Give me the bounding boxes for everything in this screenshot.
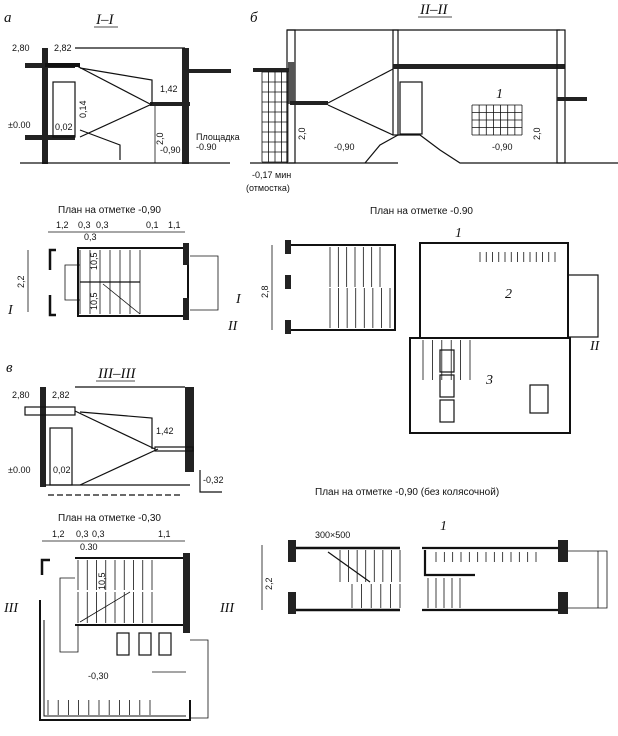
- dim: 1,1: [168, 220, 181, 230]
- plan-c: План на отметке -0,30 1,2 0,3 0,3 1,1 0.…: [3, 513, 235, 721]
- dim: 0,3: [92, 529, 105, 539]
- drawing-line: [102, 283, 141, 315]
- plan-a: План на отметке -0,90 1,2 0,3 0,3 0,3 0,…: [7, 205, 242, 320]
- sub-dim: 0.30: [80, 542, 98, 552]
- glass-block-right: [471, 104, 523, 136]
- section-c: в III–III 2,80 2,82 1,42 ±0.00 0,02 -0,3…: [6, 360, 224, 496]
- section-b: б II–II 1 2,0 2,0 -0,90 -0,90 -0,17 мин …: [246, 2, 618, 193]
- dim: 1,2: [52, 529, 65, 539]
- section-title-c: III–III: [97, 366, 136, 382]
- dim: 1,2: [56, 220, 69, 230]
- step-dim: 10,5: [89, 292, 99, 310]
- level-left-b: -0,90: [334, 142, 355, 152]
- size-note: 300×500: [315, 530, 350, 540]
- step-dim: 10,5: [89, 252, 99, 270]
- level-0-02-c: 0,02: [53, 465, 71, 475]
- dim: 0,3: [78, 220, 91, 230]
- level-2-82: 2,82: [54, 43, 72, 53]
- platform-label: Площадка: [196, 132, 240, 142]
- level-zero: ±0.00: [8, 120, 30, 130]
- level-2-80-c: 2,80: [12, 390, 30, 400]
- room-1: 1: [455, 226, 462, 241]
- panel-letter-a: а: [4, 10, 12, 26]
- room-3: 3: [485, 373, 493, 388]
- section-a: а I–I 2,80 2,82 1,42 ±0.00 0,02 -0,90 -0…: [4, 10, 240, 164]
- ground-note: (отмостка): [246, 183, 290, 193]
- level-zero-c: ±0.00: [8, 465, 30, 475]
- drawing-line: [79, 591, 131, 623]
- level-2-80: 2,80: [12, 43, 30, 53]
- width-dim-b: 2,8: [260, 285, 270, 298]
- section-title-a: I–I: [95, 12, 114, 28]
- width-dim-a: 2,2: [16, 275, 26, 288]
- section-title-b: II–II: [419, 2, 448, 18]
- cut-mark-i-right: I: [235, 292, 242, 307]
- dim: 1,1: [158, 529, 171, 539]
- level-minus-0-90: -0,90: [160, 145, 181, 155]
- ground-level: -0,17 мин: [252, 170, 291, 180]
- plan-title-a: План на отметке -0,90: [58, 205, 161, 216]
- plan-a-steps: [79, 250, 141, 315]
- floor-level-c: -0,30: [88, 671, 109, 681]
- cut-mark-ii: II: [589, 339, 601, 354]
- height-left-b: 2,0: [297, 127, 307, 140]
- panel-letter-c: в: [6, 360, 13, 376]
- plan-title-c: План на отметке -0,30: [58, 513, 161, 524]
- plan2-title-b: План на отметке -0,90 (без колясочной): [315, 486, 499, 498]
- cut-mark-iii-right: III: [219, 601, 235, 616]
- level-0-02: 0,02: [55, 122, 73, 132]
- dim: 0,3: [84, 232, 97, 242]
- height-label: 2,0: [155, 132, 165, 145]
- level-minus-0-32: -0,32: [203, 475, 224, 485]
- slope-label: 0,14: [78, 100, 88, 118]
- cut-mark-ii-a: II: [227, 319, 239, 334]
- callout-1b: 1: [440, 519, 447, 534]
- width-dim-b2: 2,2: [264, 577, 274, 590]
- glass-block-left: [261, 71, 289, 163]
- platform-level: -0.90: [196, 142, 217, 152]
- callout-1: 1: [496, 87, 503, 102]
- plan-b2: План на отметке -0,90 (без колясочной) 3…: [261, 486, 608, 614]
- dim: 0,3: [76, 529, 89, 539]
- level-1-42: 1,42: [160, 84, 178, 94]
- dim: 0,3: [96, 220, 109, 230]
- room-2: 2: [505, 287, 512, 302]
- level-1-42-c: 1,42: [156, 426, 174, 436]
- height-right-b: 2,0: [532, 127, 542, 140]
- plan-title-b: План на отметке -0.90: [370, 206, 473, 217]
- plan-b: План на отметке -0.90 2,8 1 2 3 II II: [227, 206, 601, 434]
- cut-mark-i-left: I: [7, 303, 14, 318]
- panel-letter-b: б: [250, 10, 258, 26]
- dim: 0,1: [146, 220, 159, 230]
- level-right-b: -0,90: [492, 142, 513, 152]
- cut-mark-iii-left: III: [3, 601, 19, 616]
- level-2-82-c: 2,82: [52, 390, 70, 400]
- step-dim-c: 10,5: [97, 572, 107, 590]
